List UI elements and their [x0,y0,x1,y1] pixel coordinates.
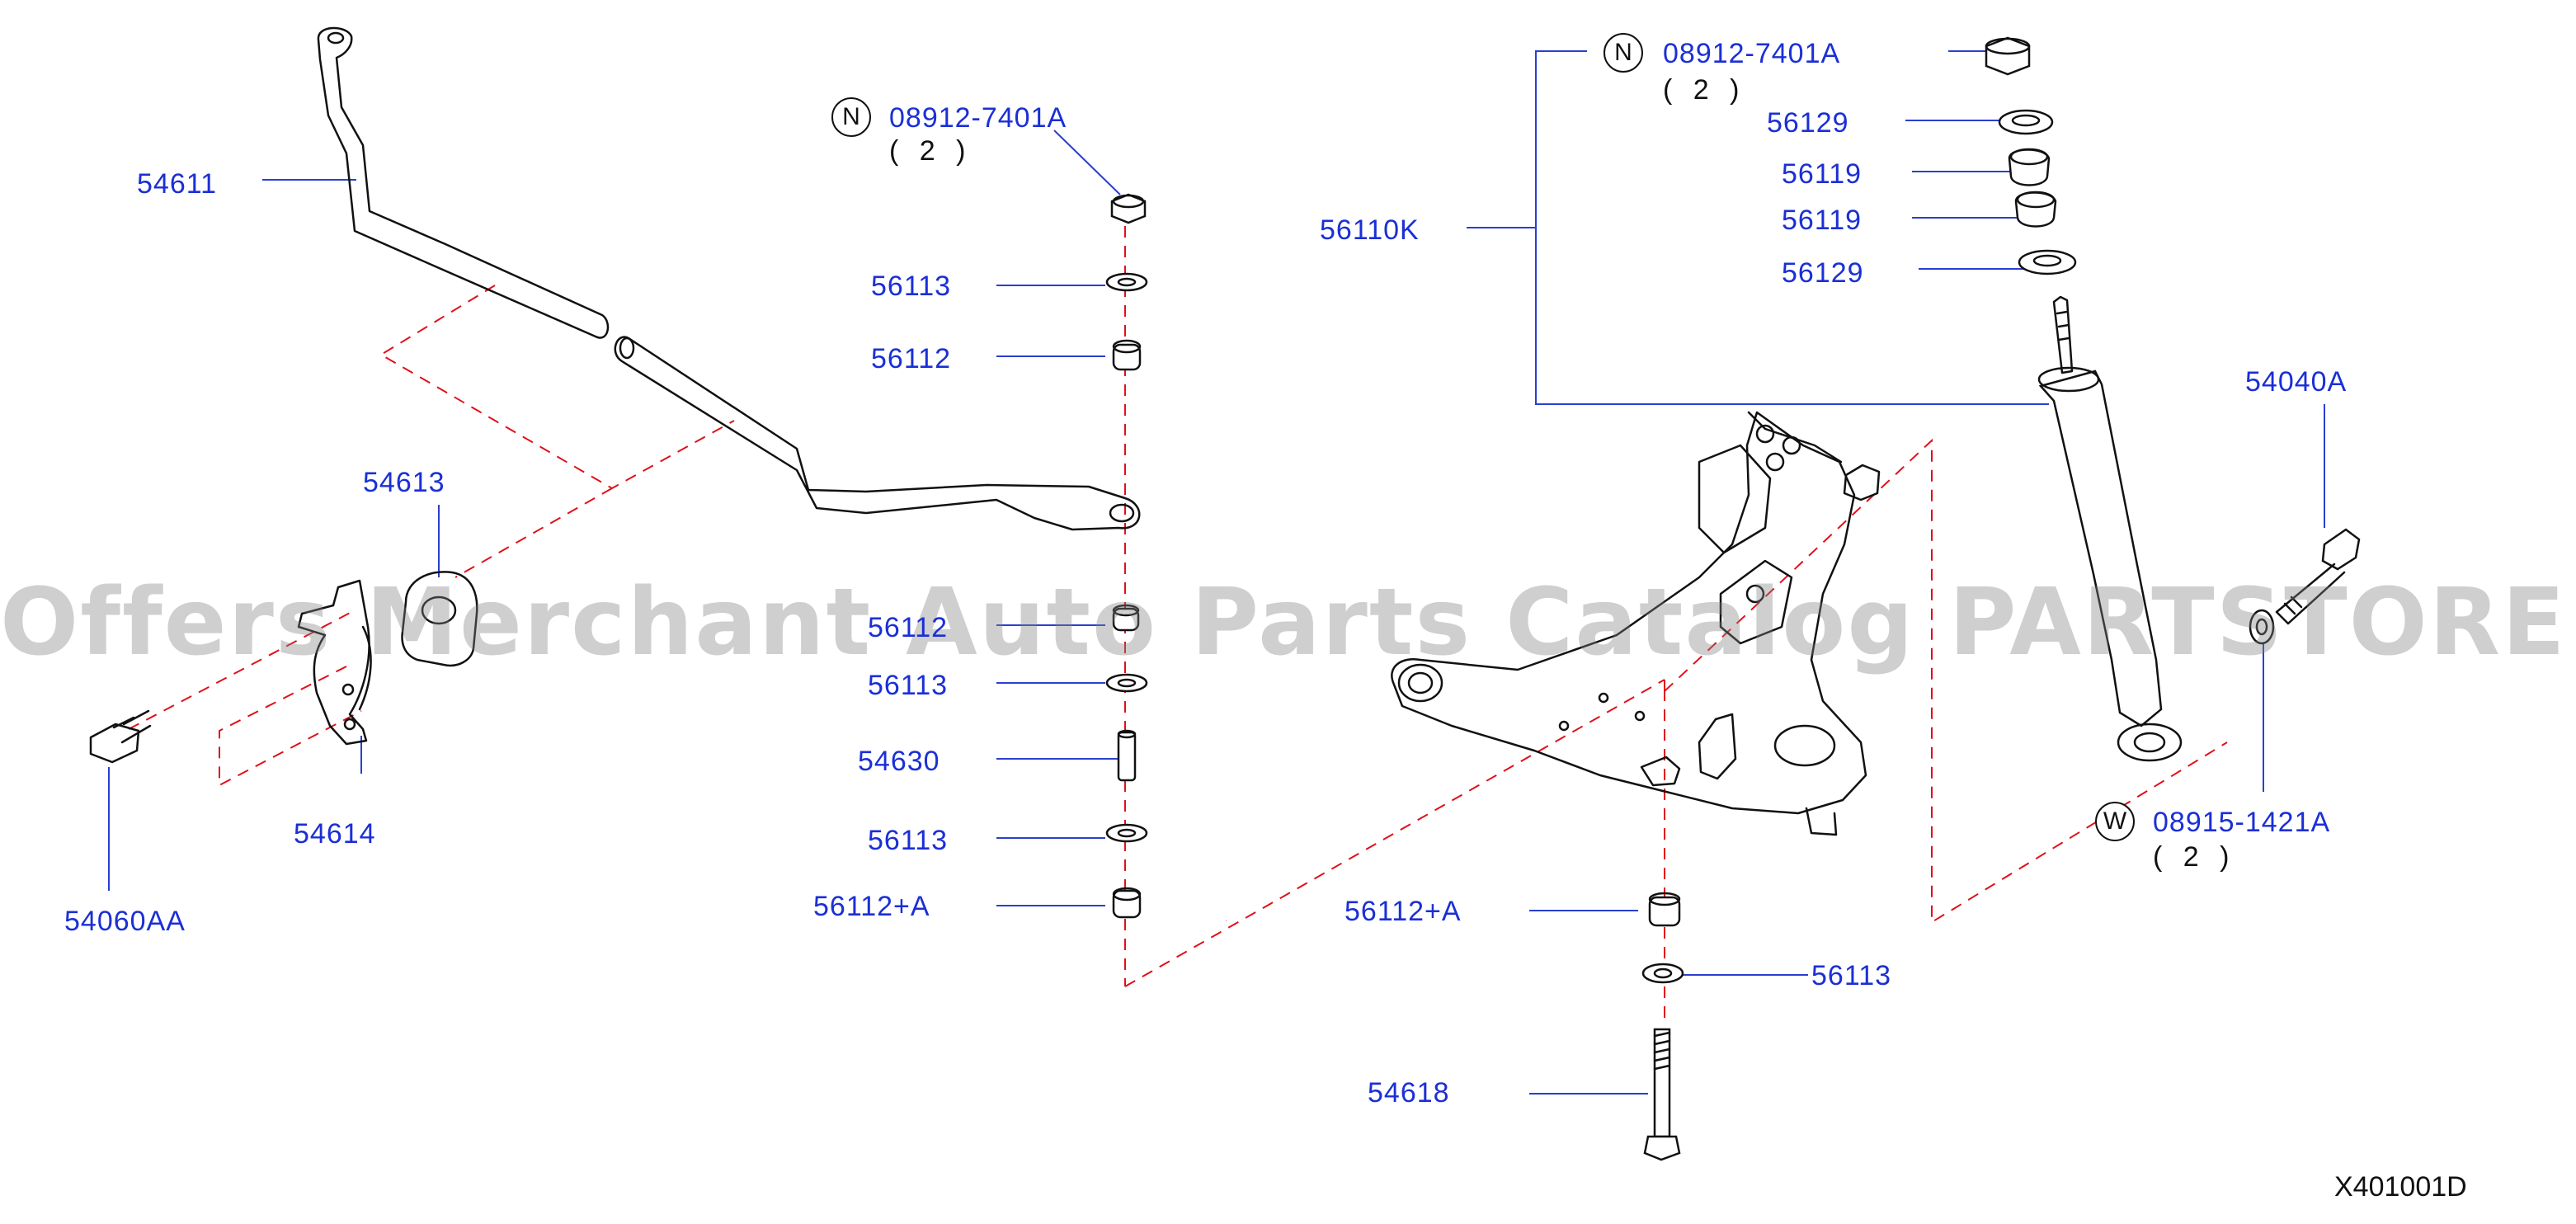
label-56129-b[interactable]: 56129 [1782,257,1864,289]
label-54630[interactable]: 54630 [858,746,940,777]
label-56113-b[interactable]: 56113 [868,670,949,701]
qty-08912-7401A-right: ( 2 ) [1663,74,1746,106]
label-56112A-right[interactable]: 56112+A [1345,896,1462,927]
label-54614[interactable]: 54614 [294,818,376,850]
nut-badge-left: N [831,97,871,137]
label-56112A-left[interactable]: 56112+A [813,891,930,922]
label-08912-7401A-left[interactable]: 08912-7401A [889,102,1067,134]
bolt-54040A [2275,528,2361,625]
label-56112-b[interactable]: 56112 [868,612,949,643]
label-56113-c[interactable]: 56113 [868,825,949,856]
label-08912-7401A-right[interactable]: 08912-7401A [1663,38,1841,69]
label-54618[interactable]: 54618 [1368,1077,1450,1109]
label-56110K[interactable]: 56110K [1320,214,1420,246]
clamp-54614 [297,579,372,746]
label-54611[interactable]: 54611 [137,168,218,200]
label-56129-a[interactable]: 56129 [1767,107,1849,139]
label-56119-a[interactable]: 56119 [1782,158,1863,190]
bushing-54613 [401,571,478,667]
link-stack-parts [1105,193,1148,919]
lower-control-arm [1391,411,1881,836]
qty-08915-1421A: ( 2 ) [2153,841,2236,873]
shock-absorber [1985,36,2183,762]
washer-08915-1421A [2249,609,2275,645]
leader-lines [108,50,2325,1095]
label-08915-1421A[interactable]: 08915-1421A [2153,807,2331,838]
arm-stack-parts [1641,892,1684,1161]
diagram-reference-code: X401001D [2334,1171,2467,1203]
qty-08912-7401A-left: ( 2 ) [889,135,972,167]
stabilizer-bar [317,26,1141,531]
label-56113-d[interactable]: 56113 [1811,960,1892,991]
washer-badge: W [2095,802,2135,841]
watermark: Offers Merchant Auto Parts Catalog PARTS… [0,569,2576,676]
label-54060AA[interactable]: 54060AA [64,906,186,937]
bolt-54060AA [89,709,152,764]
label-54040A[interactable]: 54040A [2245,366,2348,398]
label-56119-b[interactable]: 56119 [1782,205,1863,236]
label-56112-a[interactable]: 56112 [871,343,952,374]
label-56113-a[interactable]: 56113 [871,271,952,302]
nut-badge-right: N [1604,33,1643,73]
label-54613[interactable]: 54613 [363,467,445,498]
